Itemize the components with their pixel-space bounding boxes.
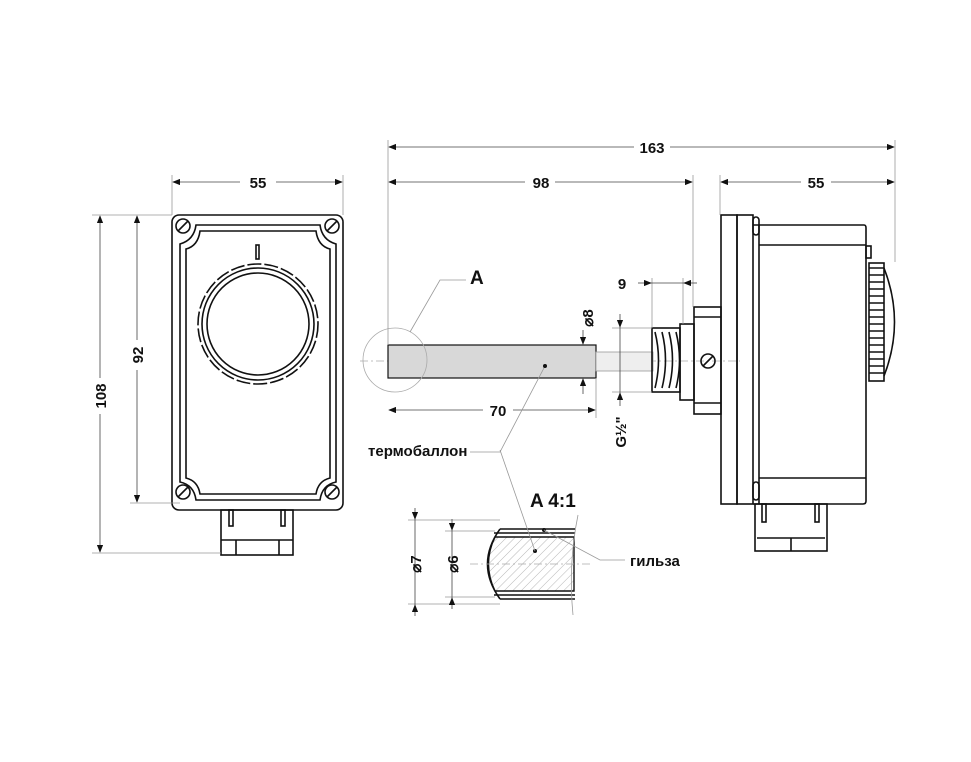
dial bbox=[865, 245, 896, 382]
detail-marker: A bbox=[470, 268, 484, 289]
detail-a: A 4:1 гильза ⌀7 ⌀6 bbox=[408, 449, 680, 616]
screw-icon bbox=[324, 484, 340, 500]
dim-sleeve-inner: ⌀6 bbox=[445, 555, 462, 572]
dim-probe-diameter: ⌀8 bbox=[580, 309, 597, 326]
side-dimensions: 163 98 55 9 ⌀8 70 G½" термобаллон bbox=[368, 138, 896, 460]
dim-front-inner-height: 92 bbox=[130, 347, 147, 364]
bulb-label: термобаллон bbox=[368, 443, 467, 460]
detail-title: A 4:1 bbox=[530, 491, 576, 512]
dim-bulb-length: 70 bbox=[490, 403, 507, 420]
screw-icon bbox=[700, 353, 716, 369]
dim-total-length: 163 bbox=[639, 140, 664, 157]
dim-front-total-height: 108 bbox=[93, 383, 110, 408]
dim-probe-length: 98 bbox=[533, 175, 550, 192]
dim-sleeve-outer: ⌀7 bbox=[408, 555, 425, 572]
side-view: A bbox=[360, 214, 896, 552]
sensor-bulb bbox=[387, 344, 597, 379]
dim-thread-length: 9 bbox=[618, 276, 626, 293]
thread bbox=[651, 327, 681, 393]
front-dimensions: 55 92 108 bbox=[91, 172, 344, 554]
dim-thread-size: G½" bbox=[613, 416, 630, 447]
screw-icon bbox=[324, 218, 340, 234]
dim-side-depth: 55 bbox=[808, 175, 825, 192]
dim-front-width: 55 bbox=[250, 175, 267, 192]
knob-ring bbox=[197, 263, 319, 385]
front-view bbox=[171, 214, 344, 556]
sleeve-label: гильза bbox=[630, 553, 680, 570]
knob bbox=[206, 272, 310, 376]
detail-circle bbox=[362, 327, 428, 393]
screw-icon bbox=[175, 218, 191, 234]
screw-icon bbox=[175, 484, 191, 500]
